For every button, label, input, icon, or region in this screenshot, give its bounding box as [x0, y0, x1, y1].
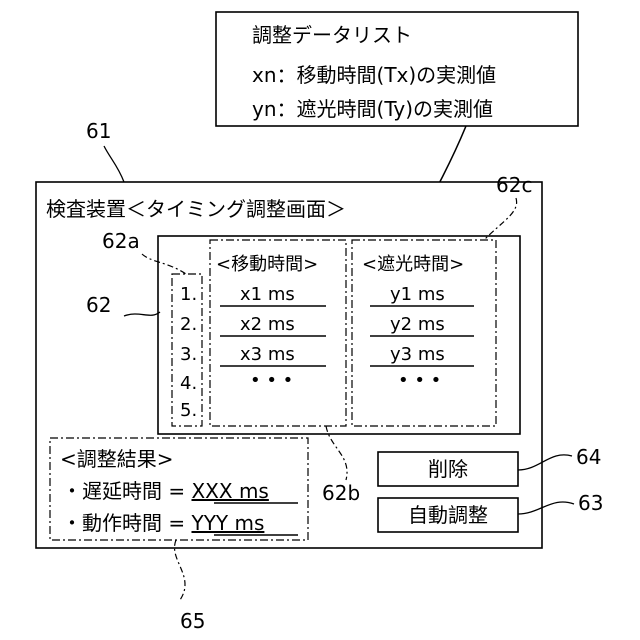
ref-62a: 62a: [102, 229, 140, 253]
index-1: 1.: [180, 284, 197, 305]
block-value-1: y1 ms: [390, 284, 445, 305]
ref-62c: 62c: [496, 173, 532, 197]
move-value-1: x1 ms: [240, 284, 295, 305]
ref-65-leader: [175, 540, 186, 600]
ref-61-leader: [104, 146, 124, 182]
block-ellipsis: • • •: [398, 370, 441, 391]
block-value-3: y3 ms: [390, 344, 445, 365]
adjust-data-list: [158, 236, 520, 434]
move-value-3: x3 ms: [240, 344, 295, 365]
ref-62b: 62b: [322, 481, 360, 505]
action-time-value: YYY ms: [190, 511, 264, 535]
delay-time-label: ・遅延時間 =: [62, 479, 191, 503]
delay-time-value: XXX ms: [191, 479, 268, 503]
result-title: <調整結果>: [60, 447, 174, 471]
callout-line-x: xn：移動時間(Tx)の実測値: [252, 63, 496, 87]
callout-title: 調整データリスト: [252, 23, 412, 47]
move-ellipsis: • • •: [250, 370, 293, 391]
move-time-header: <移動時間>: [216, 254, 318, 275]
ref-64: 64: [576, 445, 601, 469]
callout-line-y: yn：遮光時間(Ty)の実測値: [252, 97, 493, 121]
index-4: 4.: [180, 373, 197, 394]
screen-title: 検査装置＜タイミング調整画面＞: [46, 197, 346, 221]
ref-63: 63: [578, 491, 603, 515]
index-5: 5.: [180, 400, 197, 421]
ref-65: 65: [180, 609, 205, 633]
action-time-label: ・動作時間 =: [62, 511, 191, 535]
action-time-row: ・動作時間 = YYY ms: [62, 511, 264, 535]
delete-button-label: 削除: [428, 457, 468, 481]
move-value-2: x2 ms: [240, 314, 295, 335]
block-value-2: y2 ms: [390, 314, 445, 335]
index-items: 1. 2. 3. 4. 5.: [180, 284, 197, 421]
delete-button[interactable]: 削除: [378, 452, 518, 486]
ref-61: 61: [86, 119, 111, 143]
ref-62: 62: [86, 293, 111, 317]
auto-adjust-button[interactable]: 自動調整: [378, 498, 518, 532]
block-time-header: <遮光時間>: [362, 254, 464, 275]
index-3: 3.: [180, 344, 197, 365]
delay-time-row: ・遅延時間 = XXX ms: [62, 479, 269, 503]
index-2: 2.: [180, 314, 197, 335]
auto-adjust-button-label: 自動調整: [408, 503, 488, 527]
